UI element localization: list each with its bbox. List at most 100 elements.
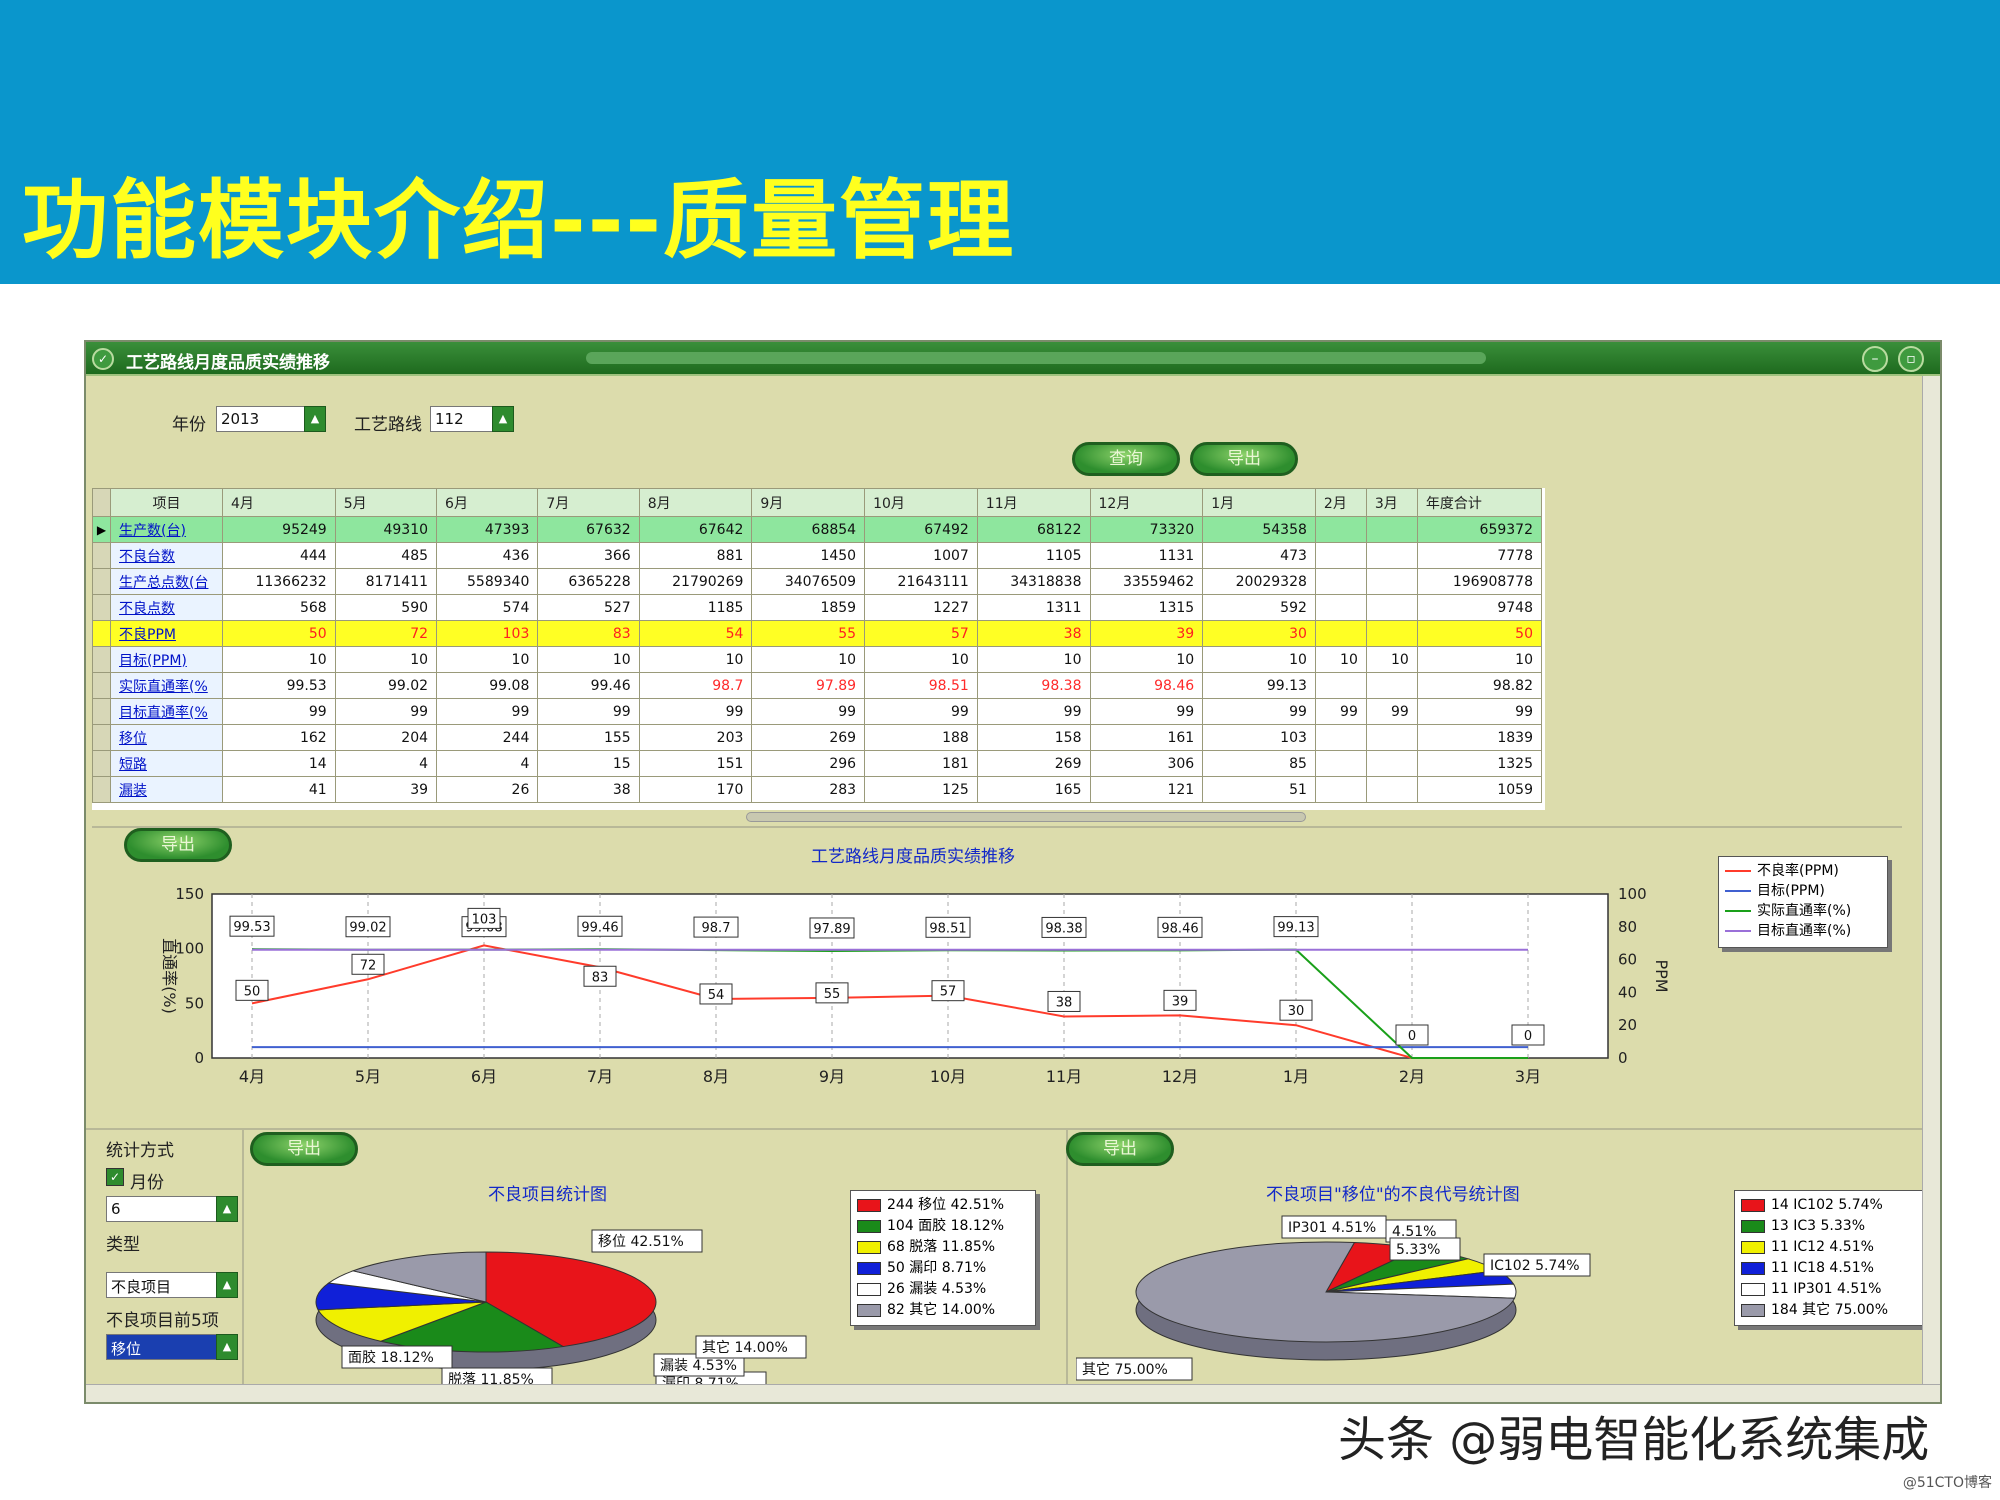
- top5-select[interactable]: 移位▲: [106, 1334, 238, 1360]
- grid-cell: 99.13: [1202, 672, 1316, 699]
- chart-export-button[interactable]: 导出: [124, 828, 232, 862]
- row-indicator[interactable]: [92, 542, 111, 569]
- row-indicator[interactable]: [92, 672, 111, 699]
- ppm-label-box: [1395, 1024, 1429, 1046]
- y-tick-label: 0: [194, 1049, 204, 1067]
- legend-label: 184 其它 75.00%: [1771, 1302, 1889, 1318]
- grid-cell: [1365, 620, 1418, 647]
- grid-column-header[interactable]: 10月: [864, 488, 978, 517]
- defect-pie-chart: 移位 42.51%面胶 18.12%脱落 11.85%漏印 8.71%漏装 4.…: [315, 1229, 807, 1392]
- type-select[interactable]: 不良项目▲: [106, 1272, 238, 1298]
- chevron-down-icon[interactable]: ▲: [304, 406, 326, 432]
- data-label-box: [1041, 916, 1087, 938]
- grid-column-header[interactable]: 1月: [1202, 488, 1316, 517]
- grid-cell: 306: [1089, 750, 1204, 777]
- chevron-down-icon[interactable]: ▲: [216, 1334, 238, 1360]
- grid-column-header[interactable]: 6月: [436, 488, 539, 517]
- grid-cell: 38: [976, 620, 1091, 647]
- horizontal-scrollbar[interactable]: [86, 1384, 1940, 1402]
- grid-column-header[interactable]: 年度合计: [1416, 488, 1543, 517]
- row-header-link[interactable]: 不良点数: [110, 594, 223, 621]
- month-checkbox[interactable]: ✓: [106, 1168, 124, 1186]
- row-indicator[interactable]: [92, 594, 111, 621]
- row-indicator[interactable]: [92, 750, 111, 777]
- row-indicator[interactable]: [92, 724, 111, 751]
- grid-column-header[interactable]: 4月: [222, 488, 336, 517]
- row-header-link[interactable]: 移位: [110, 724, 223, 751]
- vertical-scrollbar[interactable]: [1922, 376, 1940, 1386]
- grid-column-header[interactable]: 项目: [110, 488, 223, 517]
- grid-column-header[interactable]: 7月: [537, 488, 640, 517]
- grid-cell: 881: [638, 542, 753, 569]
- grid-column-header[interactable]: 12月: [1089, 488, 1204, 517]
- grid-column-header[interactable]: 2月: [1314, 488, 1367, 517]
- row-indicator[interactable]: ▶: [92, 516, 111, 543]
- row-header-link[interactable]: 漏装: [110, 776, 223, 803]
- pie2-export-button[interactable]: 导出: [1066, 1132, 1174, 1166]
- query-button[interactable]: 查询: [1072, 442, 1180, 476]
- grid-cell: 39: [334, 776, 438, 803]
- chart-legend: 不良率(PPM)目标(PPM)实际直通率(%)目标直通率(%): [1718, 856, 1888, 948]
- ppm-label: 55: [824, 987, 841, 1002]
- credit-text: @51CTO博客: [1902, 1475, 1992, 1491]
- route-select[interactable]: 112▲: [430, 406, 514, 432]
- row-header-link[interactable]: 短路: [110, 750, 223, 777]
- panel-divider: [242, 1128, 244, 1398]
- row-header-link[interactable]: 目标直通率(%: [110, 698, 223, 725]
- grid-cell: 99: [222, 698, 336, 725]
- grid-cell: 8171411: [334, 568, 438, 595]
- y-right-tick-label: 60: [1618, 951, 1637, 969]
- legend-item: 26 漏装 4.53%: [857, 1279, 1029, 1300]
- row-header-link[interactable]: 不良台数: [110, 542, 223, 569]
- x-tick-label: 10月: [930, 1067, 966, 1086]
- chevron-down-icon[interactable]: ▲: [492, 406, 514, 432]
- row-indicator[interactable]: [92, 568, 111, 595]
- grid-cell: 181: [864, 750, 978, 777]
- chevron-down-icon[interactable]: ▲: [216, 1196, 238, 1222]
- row-header-link[interactable]: 生产数(台): [110, 516, 223, 543]
- row-header-link[interactable]: 生产总点数(台: [110, 568, 223, 595]
- grid-column-header[interactable]: 5月: [334, 488, 438, 517]
- row-header-link[interactable]: 不良PPM: [110, 620, 223, 647]
- app-check-icon: ✓: [92, 348, 114, 370]
- chevron-down-icon[interactable]: ▲: [216, 1272, 238, 1298]
- restore-icon[interactable]: ▫: [1898, 346, 1924, 372]
- export-button[interactable]: 导出: [1190, 442, 1298, 476]
- row-indicator[interactable]: [92, 620, 111, 647]
- row-header-link[interactable]: 目标(PPM): [110, 646, 223, 673]
- year-select[interactable]: 2013▲: [216, 406, 326, 432]
- row-indicator[interactable]: [92, 776, 111, 803]
- minimize-icon[interactable]: –: [1862, 346, 1888, 372]
- grid-cell: 10: [1314, 646, 1367, 673]
- row-header-link[interactable]: 实际直通率(%: [110, 672, 223, 699]
- pie-callout: 其它 14.00%: [702, 1339, 788, 1356]
- y-right-tick-label: 100: [1618, 885, 1647, 903]
- grid-cell: [1314, 620, 1367, 647]
- data-label: 98.38: [1045, 921, 1082, 936]
- grid-splitter[interactable]: [746, 812, 1306, 822]
- grid-cell: 85: [1202, 750, 1316, 777]
- pie1-export-button[interactable]: 导出: [250, 1132, 358, 1166]
- grid-column-header[interactable]: 11月: [976, 488, 1091, 517]
- grid-column-header[interactable]: 3月: [1365, 488, 1418, 517]
- grid-column-header[interactable]: 9月: [751, 488, 866, 517]
- data-label-box: [1157, 916, 1203, 938]
- ppm-label: 39: [1172, 994, 1189, 1009]
- row-indicator[interactable]: [92, 698, 111, 725]
- titlebar-grip: [586, 352, 1486, 364]
- pie1-legend: 244 移位 42.51%104 面胶 18.12%68 脱落 11.85%50…: [850, 1190, 1036, 1326]
- grid-column-header[interactable]: 8月: [638, 488, 753, 517]
- row-indicator[interactable]: [92, 646, 111, 673]
- month-select[interactable]: 6▲: [106, 1196, 238, 1222]
